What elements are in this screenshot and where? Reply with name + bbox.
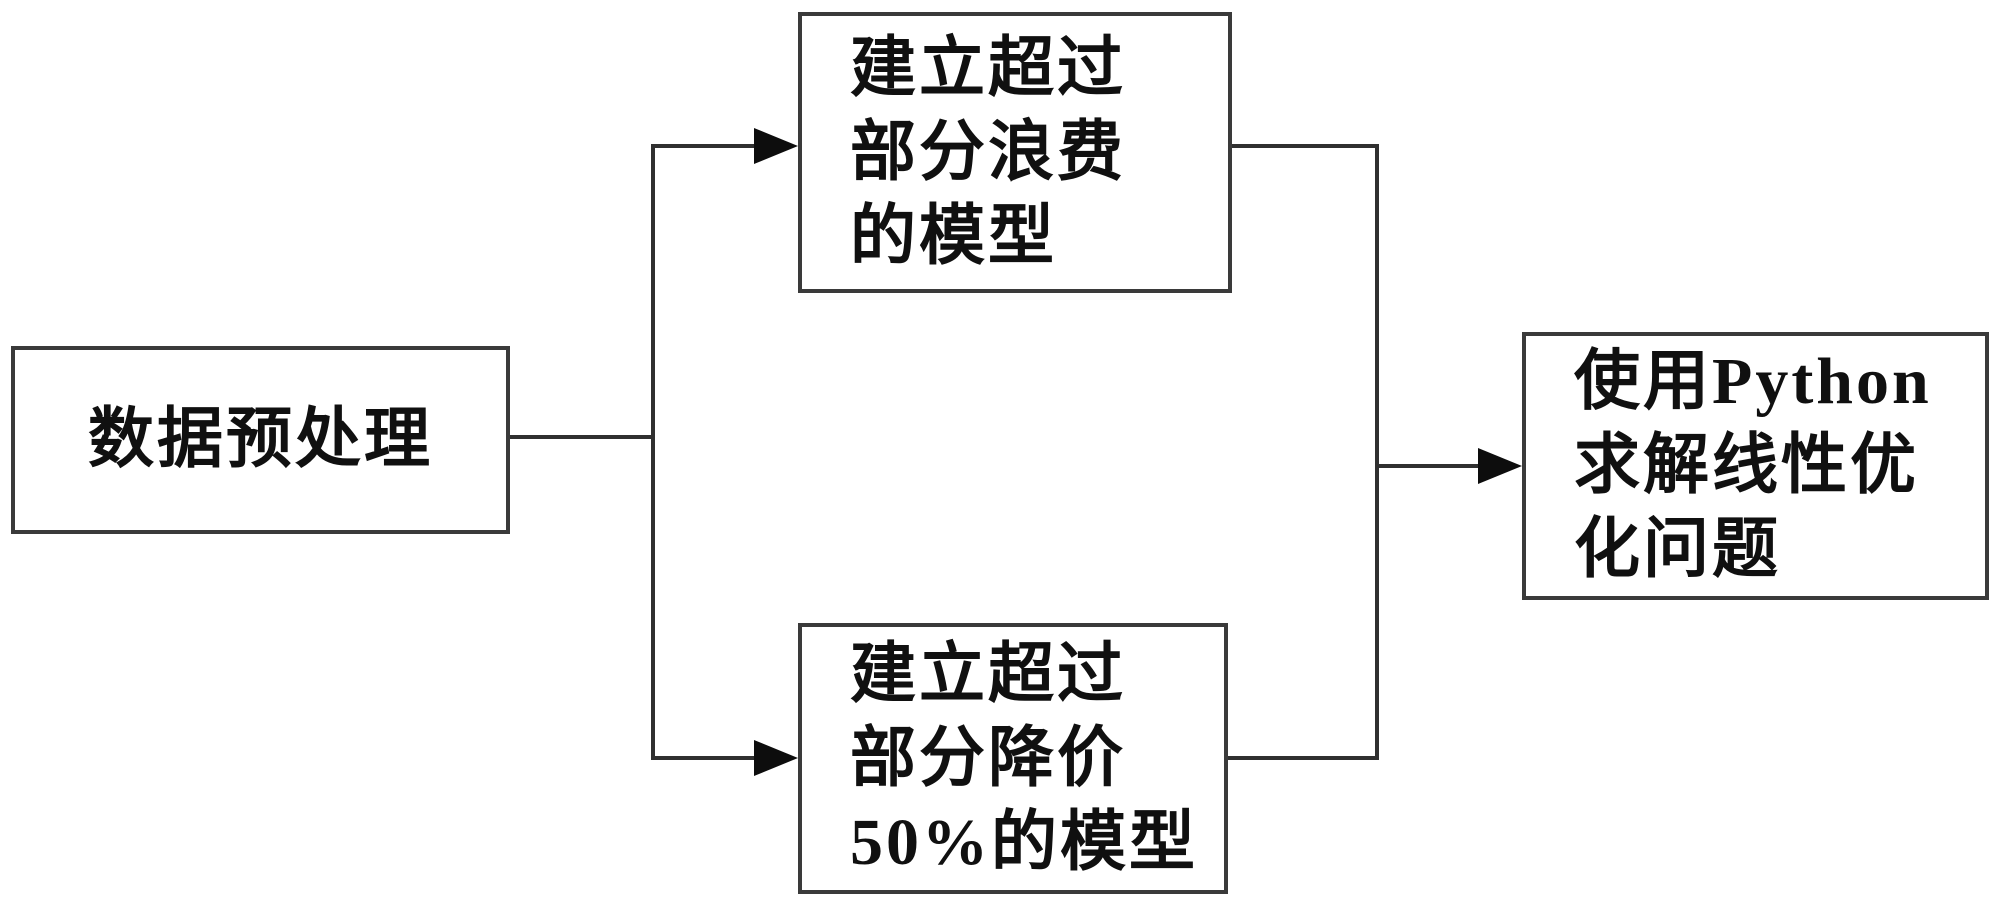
node-data-preprocessing: 数据预处理: [11, 346, 510, 534]
connector-discount-model-to-merge: [1228, 756, 1379, 760]
arrow-right-icon: [754, 740, 798, 776]
node-discount-model: 建立超过 部分降价 50%的模型: [798, 623, 1228, 894]
node-python-solve: 使用Python 求解线性优 化问题: [1522, 332, 1989, 600]
connector-preprocess-to-split: [510, 435, 655, 439]
connector-merge-to-python-solve: [1379, 464, 1480, 468]
node-waste-model: 建立超过 部分浪费 的模型: [798, 12, 1232, 293]
connector-merge-vertical: [1375, 144, 1379, 760]
node-data-preprocessing-label: 数据预处理: [88, 403, 433, 476]
node-waste-model-label: 建立超过 部分浪费 的模型: [850, 31, 1126, 273]
arrow-right-icon: [754, 128, 798, 164]
arrow-right-icon: [1478, 448, 1522, 484]
node-discount-model-label: 建立超过 部分降价 50%的模型: [850, 637, 1198, 879]
connector-split-to-discount-model: [651, 756, 758, 760]
connector-split-vertical: [651, 144, 655, 760]
connector-waste-model-to-merge: [1232, 144, 1379, 148]
node-python-solve-label: 使用Python 求解线性优 化问题: [1574, 345, 1932, 586]
connector-split-to-waste-model: [651, 144, 758, 148]
